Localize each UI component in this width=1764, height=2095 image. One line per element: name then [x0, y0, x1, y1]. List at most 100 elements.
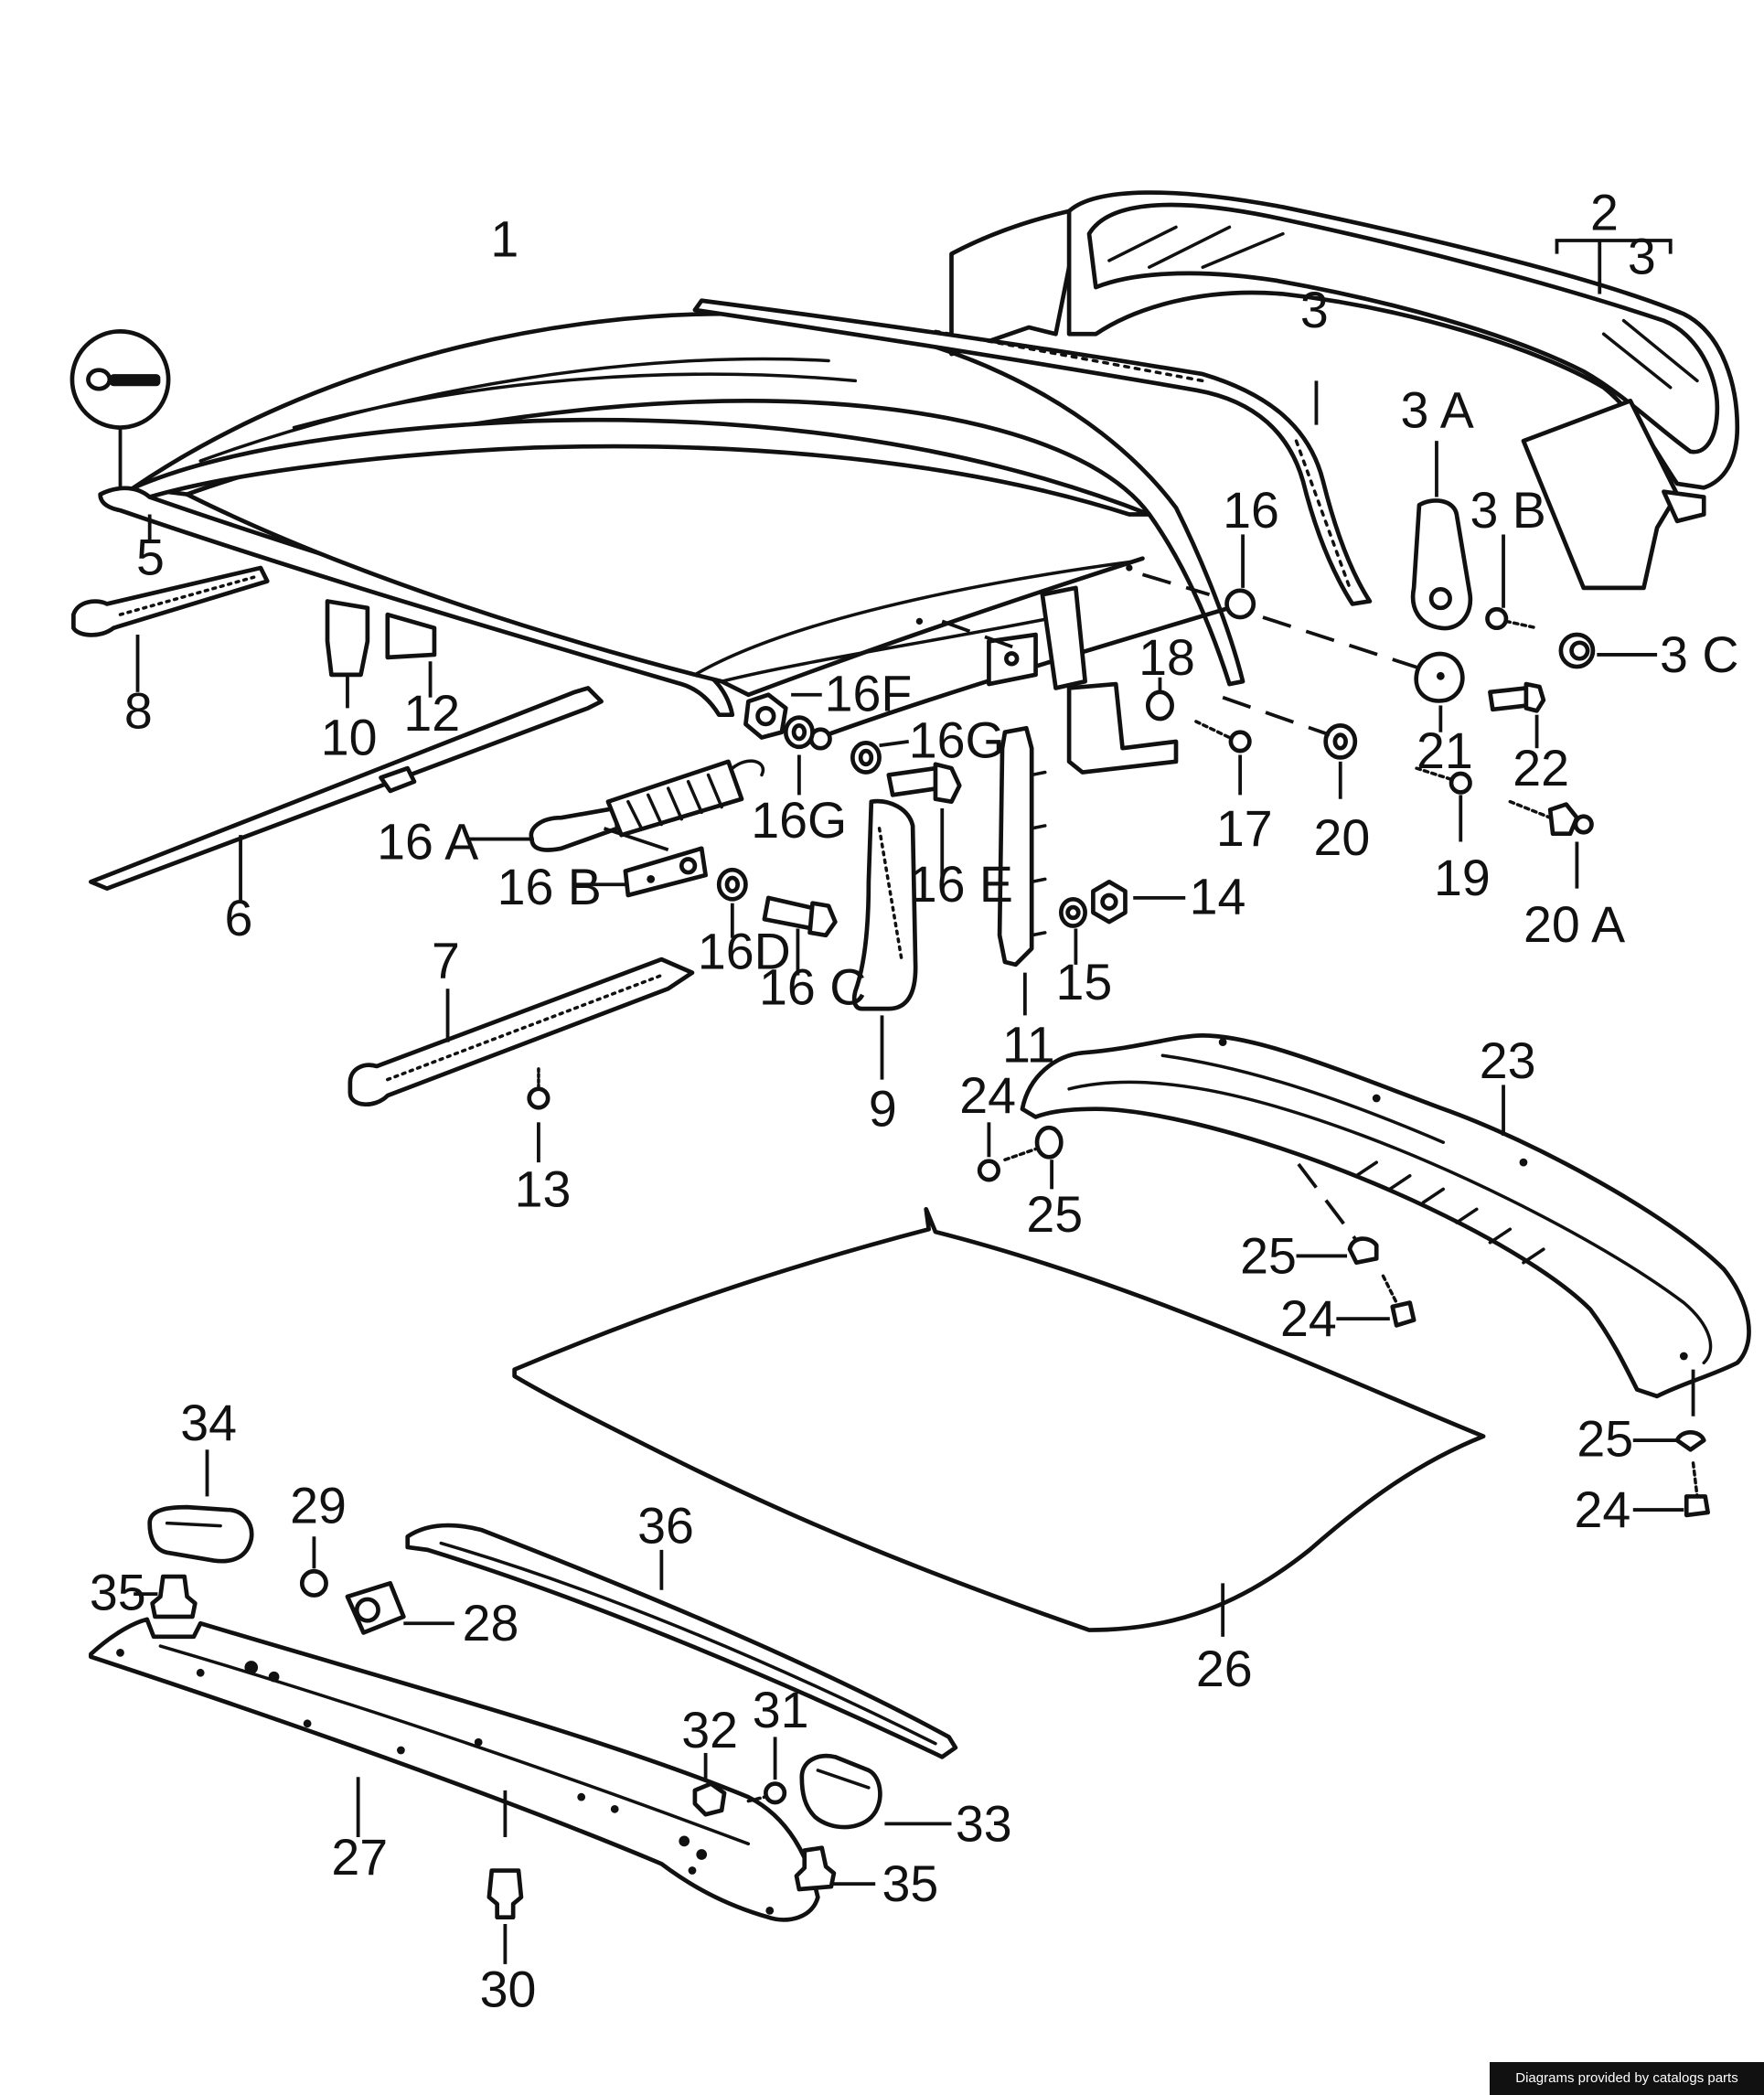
rear-shelf-panel-27 [89, 1617, 820, 1922]
nut-16f [743, 692, 822, 740]
alignment-line [1214, 1054, 1365, 1251]
callout-35-b: 35 [882, 1855, 939, 1912]
carpet-mat-26 [512, 1206, 1486, 1637]
callout-3-bracket: 3 [1628, 229, 1656, 285]
callout-16: 16 [1223, 482, 1279, 539]
washer-15 [1058, 896, 1087, 965]
callout-22: 22 [1513, 740, 1569, 796]
screw-24c [1632, 1461, 1710, 1518]
rear-trim-panel-23 [1020, 1033, 1751, 1416]
callout-27: 27 [331, 1829, 388, 1886]
callout-16g-upper: 16G [909, 711, 1005, 768]
callout-28: 28 [463, 1595, 519, 1651]
nut-14 [1091, 879, 1186, 925]
callout-6: 6 [225, 890, 253, 946]
callout-7: 7 [432, 933, 460, 989]
latch-cover-34 [147, 1449, 254, 1564]
callout-24-a: 24 [959, 1067, 1016, 1124]
callout-3c: 3 C [1660, 626, 1738, 683]
latch-cover-33 [799, 1753, 952, 1830]
screw-17 [1194, 720, 1252, 796]
callout-25-c: 25 [1577, 1411, 1633, 1468]
nut-20 [1323, 723, 1358, 799]
callout-17: 17 [1216, 800, 1273, 857]
callout-36: 36 [637, 1498, 694, 1555]
callout-16g-lower: 16G [751, 792, 847, 849]
clip-25a [1034, 1125, 1064, 1190]
callout-9: 9 [869, 1081, 897, 1138]
key-icon [69, 329, 171, 488]
alignment-line [1222, 695, 1331, 737]
callout-16f: 16F [825, 665, 913, 721]
callout-25-a: 25 [1026, 1186, 1083, 1243]
bracket-11 [997, 725, 1047, 1016]
callout-16e: 16 E [909, 856, 1013, 913]
clip-25c [1632, 1429, 1706, 1452]
alignment-line [1262, 615, 1420, 670]
callout-31: 31 [753, 1682, 809, 1738]
callout-18: 18 [1139, 629, 1195, 686]
screw-3b [1485, 534, 1539, 631]
callout-16d: 16D [698, 923, 791, 979]
screw-24b [1336, 1274, 1417, 1328]
grommet-3c [1558, 632, 1658, 669]
callout-25-b: 25 [1240, 1227, 1297, 1284]
push-clip-35a [134, 1574, 198, 1619]
bracket-10 [325, 599, 370, 709]
washer-16g [783, 715, 815, 796]
rear-window-section [949, 190, 1740, 591]
callout-33: 33 [956, 1795, 1012, 1852]
callout-12: 12 [403, 685, 460, 742]
callout-16c: 16 C [759, 959, 866, 1016]
spring-16a [467, 759, 765, 852]
rear-seal-strip [692, 298, 1373, 606]
bracket-16b [574, 827, 708, 898]
callout-21: 21 [1417, 722, 1473, 779]
callout-16b: 16 B [497, 859, 602, 915]
front-seal-8 [71, 565, 270, 692]
callout-24-c: 24 [1574, 1481, 1630, 1538]
callout-35-a: 35 [90, 1565, 146, 1621]
callout-11: 11 [1002, 1017, 1055, 1074]
callout-3a: 3 A [1401, 382, 1474, 439]
callout-1: 1 [490, 211, 519, 268]
callout-3: 3 [1300, 282, 1329, 338]
seal-strip-36 [405, 1523, 958, 1759]
callout-10: 10 [321, 710, 378, 766]
callout-20: 20 [1314, 809, 1371, 866]
callout-32: 32 [681, 1702, 738, 1758]
callout-2: 2 [1590, 184, 1619, 240]
callout-20a: 20 A [1523, 896, 1625, 953]
credit-banner: Diagrams provided by catalogs parts [1490, 2062, 1764, 2095]
callout-16a: 16 A [377, 813, 478, 870]
callout-23: 23 [1480, 1032, 1536, 1089]
nut-18 [1145, 677, 1174, 721]
rear-mount-block [1040, 585, 1179, 775]
pillar-cover-9 [851, 798, 918, 1080]
pad-21 [1414, 651, 1465, 732]
callout-24-b: 24 [1280, 1290, 1337, 1347]
screw-19 [1415, 766, 1472, 842]
callout-34: 34 [180, 1395, 237, 1451]
grommet-29 [299, 1536, 328, 1598]
bolt-16c [762, 895, 838, 976]
washer-16d [716, 867, 748, 938]
callout-29: 29 [290, 1478, 347, 1534]
bracket-12 [385, 612, 437, 698]
callout-13: 13 [515, 1160, 572, 1217]
callout-15: 15 [1055, 954, 1112, 1010]
callout-30: 30 [480, 1961, 537, 2018]
nut-32 [692, 1752, 727, 1817]
trim-strip-6 [89, 686, 604, 903]
callout-14: 14 [1190, 868, 1246, 925]
callout-8: 8 [124, 682, 153, 739]
clip-25b [1296, 1236, 1379, 1266]
screw-24a [977, 1122, 1038, 1182]
washer-16g-second [850, 740, 909, 775]
callout-5: 5 [136, 529, 165, 585]
callout-3b: 3 B [1470, 482, 1546, 539]
callout-19: 19 [1434, 850, 1491, 906]
mounting-plate [987, 632, 1038, 687]
latch-plate-28 [345, 1581, 454, 1635]
